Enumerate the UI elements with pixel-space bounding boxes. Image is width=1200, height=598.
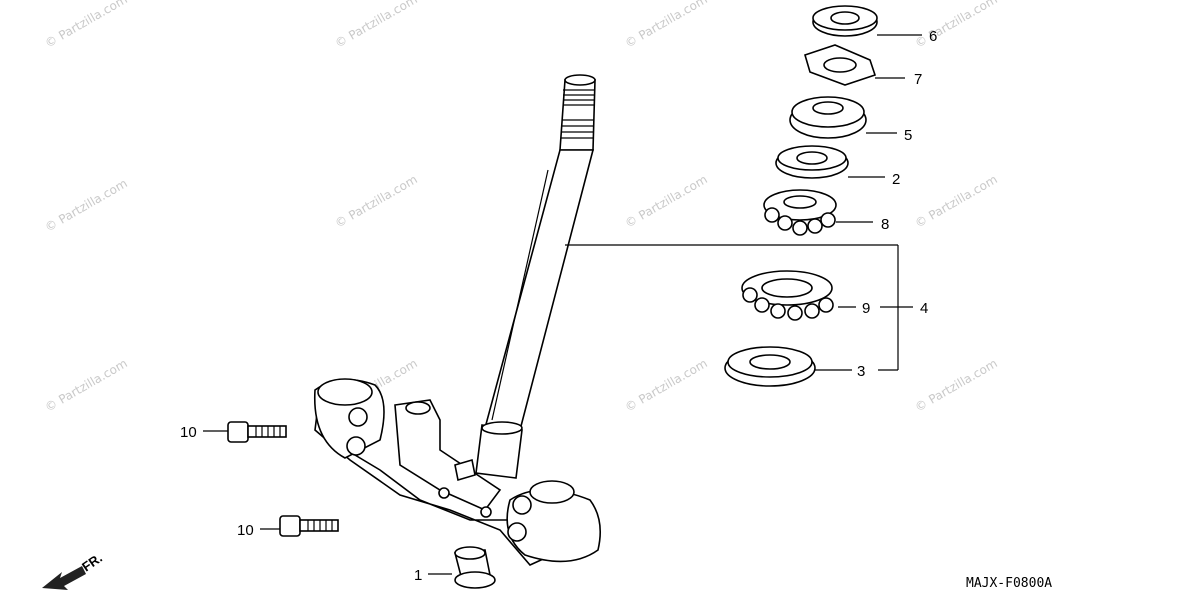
watermark: © Partzilla.com	[623, 0, 710, 51]
callout-10-lower: 10	[237, 522, 254, 539]
watermark: © Partzilla.com	[43, 176, 130, 234]
callout-1: 1	[414, 567, 422, 584]
leader-lines	[203, 34, 922, 575]
callout-6: 6	[929, 28, 937, 45]
callout-8: 8	[881, 216, 889, 233]
callouts: 6 7 5 2 8 9 4 3 10 10 1	[180, 28, 937, 584]
callout-10-upper: 10	[180, 424, 197, 441]
watermark: © Partzilla.com	[623, 356, 710, 414]
part-3-dust-seal	[724, 346, 816, 387]
callout-4: 4	[920, 300, 928, 317]
watermark: © Partzilla.com	[43, 0, 130, 51]
part-7-lock-washer	[804, 44, 877, 86]
part-9-lower-bearing	[741, 270, 834, 321]
callout-5: 5	[904, 127, 912, 144]
part-1-cap	[453, 546, 496, 589]
watermark: © Partzilla.com	[913, 172, 1000, 230]
steering-stem	[475, 74, 596, 479]
diagram-code: MAJX-F0800A	[966, 576, 1052, 591]
callout-2: 2	[892, 171, 900, 188]
front-direction-indicator: FR.	[42, 550, 105, 590]
watermark: © Partzilla.com	[623, 172, 710, 230]
watermark: © Partzilla.com	[913, 356, 1000, 414]
watermark: © Partzilla.com	[333, 0, 420, 51]
lower-triple-clamp	[313, 378, 601, 566]
callout-7: 7	[914, 71, 922, 88]
watermark: © Partzilla.com	[43, 356, 130, 414]
part-5-adjusting-nut	[789, 96, 867, 139]
callout-3: 3	[857, 363, 865, 380]
front-arrow-icon	[42, 566, 86, 590]
watermark: © Partzilla.com	[913, 0, 1000, 51]
part-2-upper-inner-race	[775, 145, 849, 179]
part-10-bolt-upper	[227, 421, 287, 443]
part-6-lock-nut	[812, 5, 878, 37]
part-10-bolt-lower	[279, 515, 339, 537]
part-8-upper-bearing	[763, 189, 837, 236]
watermark: © Partzilla.com	[333, 172, 420, 230]
callout-9: 9	[862, 300, 870, 317]
